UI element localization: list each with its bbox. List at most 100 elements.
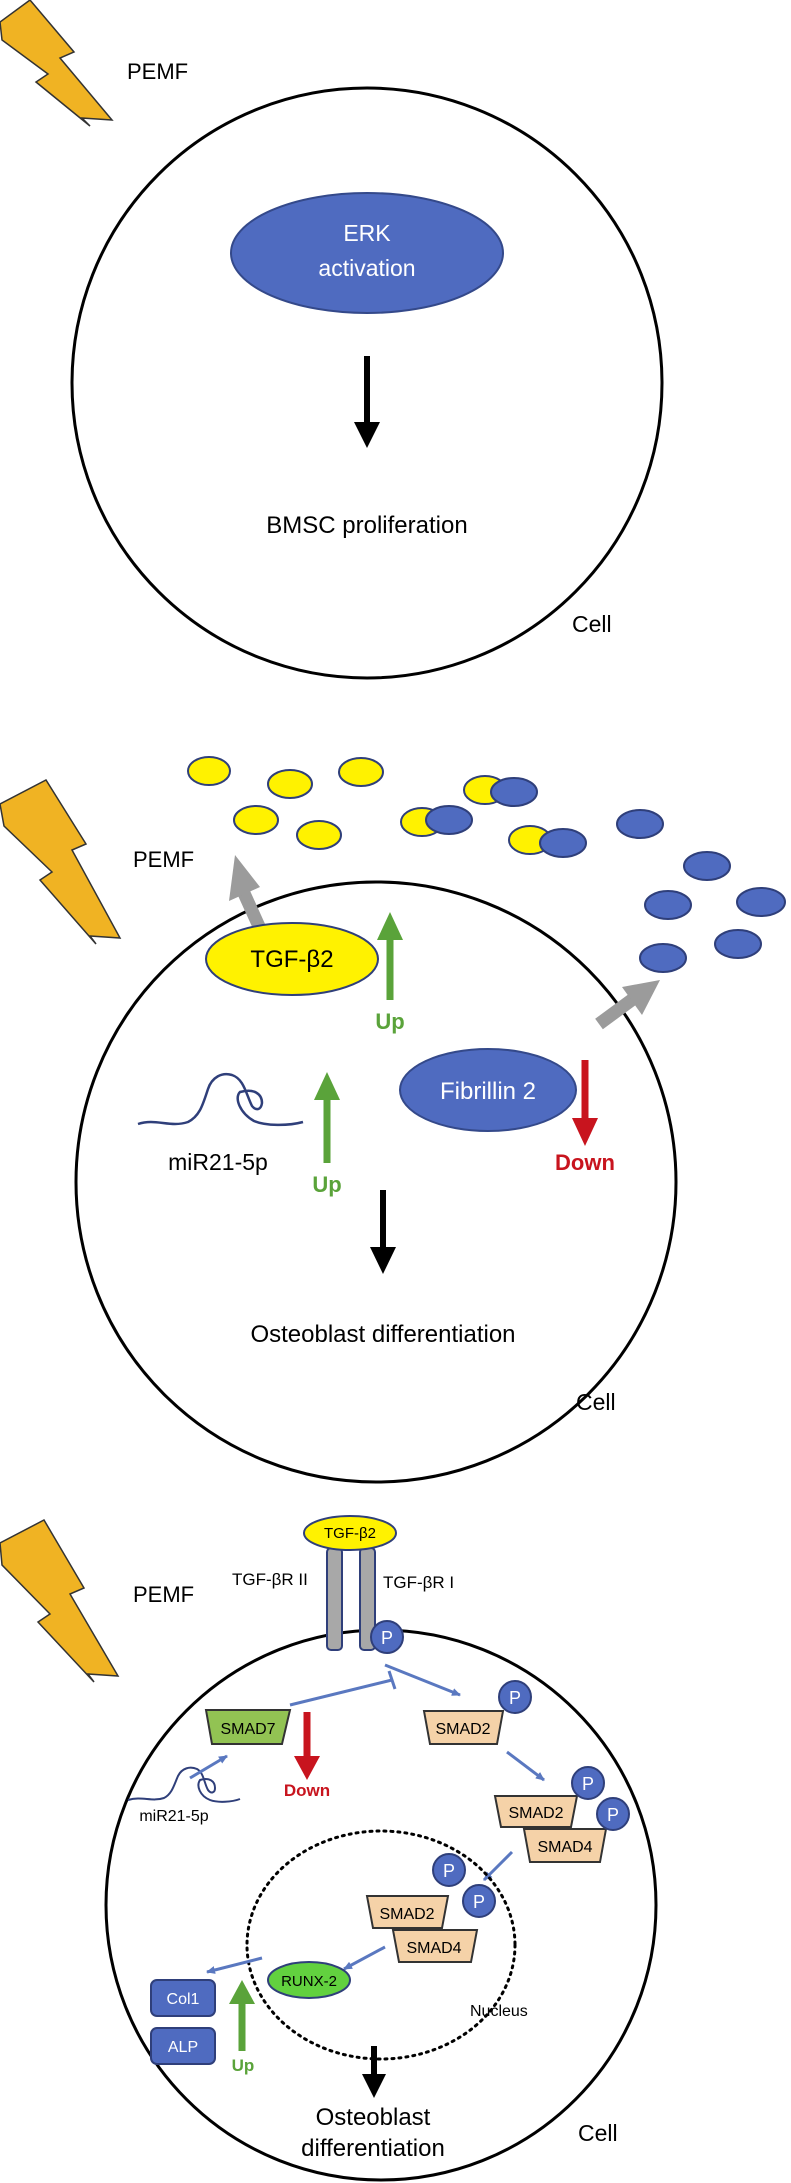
smad2-node bbox=[422, 1710, 505, 1745]
differentiation-label: differentiation bbox=[301, 2135, 445, 2162]
fibrillin-particle bbox=[616, 809, 664, 839]
phosphate-label: P bbox=[509, 1688, 521, 1708]
receptor-2-label: TGF-βR II bbox=[232, 1570, 308, 1589]
fibrillin-2-label: Fibrillin 2 bbox=[440, 1078, 536, 1105]
fibrillin-particle bbox=[644, 890, 692, 920]
fibrillin-particle bbox=[736, 887, 786, 917]
smad2-node bbox=[493, 1795, 579, 1828]
smad2-label: SMAD2 bbox=[508, 1805, 563, 1822]
activation-arrow bbox=[189, 1754, 228, 1780]
fibrillin-2-node bbox=[399, 1048, 577, 1132]
smad7-node bbox=[204, 1709, 292, 1745]
phosphate-icon bbox=[571, 1766, 605, 1800]
runx2-up-label: Up bbox=[232, 2056, 255, 2075]
pemf-label: PEMF bbox=[133, 847, 194, 872]
secreted-particles bbox=[187, 756, 786, 973]
down-arrow-icon bbox=[294, 1712, 320, 1780]
osteoblast-label: Osteoblast bbox=[316, 2104, 431, 2131]
mirna-strand-icon bbox=[127, 1766, 241, 1803]
tgf-beta-receptor-2 bbox=[326, 1547, 343, 1651]
phosphate-label: P bbox=[582, 1774, 594, 1794]
smad4-label: SMAD4 bbox=[537, 1839, 592, 1856]
fibrillin-particle bbox=[714, 929, 762, 959]
panel-erk-proliferation: PEMF ERK activation BMSC proliferation C… bbox=[0, 0, 664, 680]
cell-membrane bbox=[74, 880, 678, 1484]
down-arrow-icon bbox=[572, 1060, 598, 1146]
alp-node bbox=[150, 2027, 216, 2065]
smad4-label: SMAD4 bbox=[406, 1940, 461, 1957]
tgf-beta2-ligand-label: TGF-β2 bbox=[324, 1525, 376, 1542]
smad4-node bbox=[391, 1929, 479, 1963]
fibrillin-particle bbox=[639, 943, 687, 973]
phosphate-icon bbox=[432, 1853, 466, 1887]
erk-activation-node bbox=[230, 192, 504, 314]
panel-smad-pathway: PEMF TGF-β2 TGF-βR II TGF-βR I P SMAD7 D… bbox=[0, 1515, 658, 2182]
activation-arrow bbox=[343, 1945, 386, 1971]
phosphate-icon bbox=[596, 1797, 630, 1831]
tgf-beta2-label: TGF-β2 bbox=[250, 946, 333, 973]
tgf-particle bbox=[296, 820, 342, 850]
mirna-up-label: Up bbox=[312, 1172, 341, 1197]
tgf-up-label: Up bbox=[375, 1009, 404, 1034]
receptor-1-label: TGF-βR I bbox=[383, 1573, 454, 1592]
col1-label: Col1 bbox=[167, 1991, 200, 2008]
smad7-label: SMAD7 bbox=[220, 1721, 275, 1738]
activation-label: activation bbox=[318, 255, 415, 281]
cell-label: Cell bbox=[572, 611, 612, 637]
fibrillin-particle bbox=[490, 777, 538, 807]
smad2-label: SMAD2 bbox=[379, 1906, 434, 1923]
phosphate-icon bbox=[462, 1884, 496, 1918]
smad7-down-label: Down bbox=[284, 1781, 330, 1800]
activation-arrow bbox=[206, 1956, 263, 1974]
phosphate-label: P bbox=[381, 1628, 393, 1648]
col1-node bbox=[150, 1979, 216, 2017]
phosphate-label: P bbox=[607, 1805, 619, 1825]
smad2-label: SMAD2 bbox=[435, 1721, 490, 1738]
mirna-label: miR21-5p bbox=[139, 1808, 208, 1825]
tgf-beta2-ligand bbox=[303, 1515, 397, 1551]
tgf-particle bbox=[267, 769, 313, 799]
tgf-beta2-node bbox=[205, 922, 379, 996]
osteoblast-differentiation-label: Osteoblast differentiation bbox=[250, 1321, 515, 1348]
fibrillin-particle bbox=[683, 851, 731, 881]
nucleus-boundary bbox=[245, 1829, 517, 2061]
up-arrow-icon bbox=[314, 1072, 340, 1163]
cell-label: Cell bbox=[578, 2120, 618, 2146]
tgf-particle bbox=[338, 757, 384, 787]
up-arrow-icon bbox=[377, 912, 403, 1000]
phosphate-icon bbox=[498, 1680, 532, 1714]
lightning-bolt-icon bbox=[0, 1519, 120, 1683]
phosphate-icon bbox=[370, 1620, 404, 1654]
inhibition-bar bbox=[387, 1670, 397, 1690]
pemf-label: PEMF bbox=[133, 1582, 194, 1607]
fibrillin-particle bbox=[539, 828, 587, 858]
phosphate-label: P bbox=[443, 1861, 455, 1881]
smad4-node bbox=[522, 1828, 608, 1863]
tgf-particle bbox=[187, 756, 231, 786]
down-arrow-icon bbox=[370, 1190, 396, 1274]
inhibition-line bbox=[289, 1678, 393, 1707]
runx2-label: RUNX-2 bbox=[281, 1973, 337, 1990]
runx2-node bbox=[267, 1961, 351, 1999]
pemf-label: PEMF bbox=[127, 59, 188, 84]
fibrillin-down-label: Down bbox=[555, 1150, 615, 1175]
cell-label: Cell bbox=[576, 1389, 616, 1415]
lightning-bolt-icon bbox=[0, 0, 114, 127]
phosphate-label: P bbox=[473, 1892, 485, 1912]
activation-arrow bbox=[384, 1663, 461, 1697]
activation-arrow bbox=[506, 1750, 545, 1782]
secretion-arrow-icon bbox=[595, 980, 660, 1030]
tgf-particle bbox=[233, 805, 279, 835]
panel-tgf-fibrillin: PEMF TGF-β2 Up Fibrillin 2 Down miR21-5p bbox=[0, 756, 786, 1484]
proliferation-label: BMSC proliferation bbox=[266, 512, 467, 539]
fibrillin-particle bbox=[425, 805, 473, 835]
up-arrow-icon bbox=[229, 1980, 255, 2051]
down-arrow-icon bbox=[354, 356, 380, 448]
lightning-bolt-icon bbox=[0, 779, 122, 945]
alp-label: ALP bbox=[168, 2039, 198, 2056]
down-arrow-icon bbox=[362, 2046, 386, 2098]
mirna-label: miR21-5p bbox=[168, 1149, 268, 1175]
erk-label: ERK bbox=[343, 220, 391, 246]
mirna-strand-icon bbox=[137, 1072, 304, 1127]
